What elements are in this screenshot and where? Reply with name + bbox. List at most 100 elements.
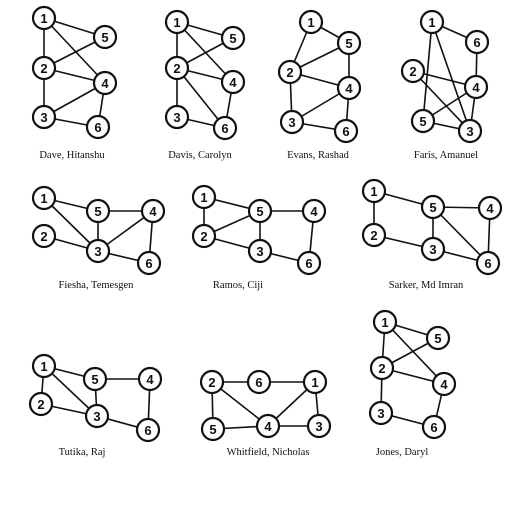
node-circle: [425, 325, 451, 351]
node-circle: [247, 198, 273, 224]
graph-node: 3: [31, 104, 57, 130]
node-circle: [31, 353, 57, 379]
graph-node: 2: [369, 355, 395, 381]
node-label: 4: [486, 201, 494, 216]
node-label: 2: [40, 229, 47, 244]
node-label: 6: [473, 35, 480, 50]
graph-node: 4: [92, 70, 118, 96]
graph-caption: Tutika, Raj: [59, 447, 106, 458]
node-circle: [301, 198, 327, 224]
graph-edge: [43, 17, 106, 84]
graph-node: 6: [475, 250, 501, 276]
node-circle: [410, 108, 436, 134]
node-label: 3: [315, 419, 322, 434]
node-label: 6: [145, 256, 152, 271]
node-label: 3: [288, 115, 295, 130]
node-circle: [400, 58, 426, 84]
node-circle: [361, 178, 387, 204]
graph-node: 1: [372, 309, 398, 335]
graph-node: 2: [191, 223, 217, 249]
node-circle: [137, 366, 163, 392]
graph-node: 3: [420, 236, 446, 262]
graph-node: 5: [200, 416, 226, 442]
graph-node: 1: [31, 353, 57, 379]
graph-node: 6: [333, 118, 359, 144]
node-label: 6: [94, 120, 101, 135]
node-label: 4: [149, 204, 157, 219]
graph-node: 3: [368, 400, 394, 426]
graph-node: 2: [164, 55, 190, 81]
node-circle: [31, 104, 57, 130]
node-label: 1: [307, 15, 314, 30]
node-label: 2: [200, 229, 207, 244]
node-label: 6: [255, 375, 262, 390]
graph-node: 4: [137, 366, 163, 392]
graph-node: 4: [140, 198, 166, 224]
graph-edge: [176, 67, 226, 129]
node-label: 5: [256, 204, 263, 219]
graph-node: 5: [336, 30, 362, 56]
node-circle: [31, 5, 57, 31]
node-circle: [28, 391, 54, 417]
node-label: 1: [370, 184, 377, 199]
node-circle: [475, 250, 501, 276]
node-circle: [306, 413, 332, 439]
graph-node: 1: [31, 185, 57, 211]
graph-node: 4: [220, 69, 246, 95]
node-label: 1: [173, 15, 180, 30]
graph-node: 4: [336, 75, 362, 101]
node-circle: [31, 185, 57, 211]
node-label: 5: [91, 372, 98, 387]
node-label: 4: [229, 75, 237, 90]
graph-edge: [43, 197, 99, 252]
graph-node: 5: [220, 25, 246, 51]
graph-node: 4: [301, 198, 327, 224]
node-circle: [140, 198, 166, 224]
node-label: 2: [286, 65, 293, 80]
node-circle: [431, 371, 457, 397]
node-label: 4: [440, 377, 448, 392]
node-label: 5: [94, 204, 101, 219]
node-circle: [463, 74, 489, 100]
node-circle: [220, 69, 246, 95]
graph-node: 3: [85, 238, 111, 264]
graph-node: 6: [136, 250, 162, 276]
node-circle: [421, 414, 447, 440]
node-label: 5: [345, 36, 352, 51]
node-label: 6: [484, 256, 491, 271]
node-label: 5: [101, 30, 108, 45]
node-label: 5: [434, 331, 441, 346]
node-circle: [85, 198, 111, 224]
node-circle: [477, 195, 503, 221]
graph-node: 1: [361, 178, 387, 204]
node-circle: [361, 222, 387, 248]
node-circle: [420, 194, 446, 220]
node-circle: [212, 115, 238, 141]
graph-node: 6: [296, 250, 322, 276]
node-circle: [191, 223, 217, 249]
node-circle: [199, 369, 225, 395]
graph-caption: Fiesha, Temesgen: [59, 280, 135, 291]
node-label: 1: [381, 315, 388, 330]
graph-node: 6: [246, 369, 272, 395]
graph-caption: Whitfield, Nicholas: [227, 447, 310, 458]
graph-node: 5: [425, 325, 451, 351]
graph-node: 3: [164, 104, 190, 130]
node-label: 6: [430, 420, 437, 435]
node-label: 6: [221, 121, 228, 136]
node-label: 2: [173, 61, 180, 76]
node-circle: [255, 413, 281, 439]
node-circle: [31, 55, 57, 81]
node-circle: [372, 309, 398, 335]
graph-caption: Davis, Carolyn: [168, 150, 232, 161]
node-label: 4: [310, 204, 318, 219]
node-circle: [296, 250, 322, 276]
graph-node: 2: [31, 55, 57, 81]
graph-edge: [431, 21, 471, 132]
graph-node: 3: [279, 109, 305, 135]
